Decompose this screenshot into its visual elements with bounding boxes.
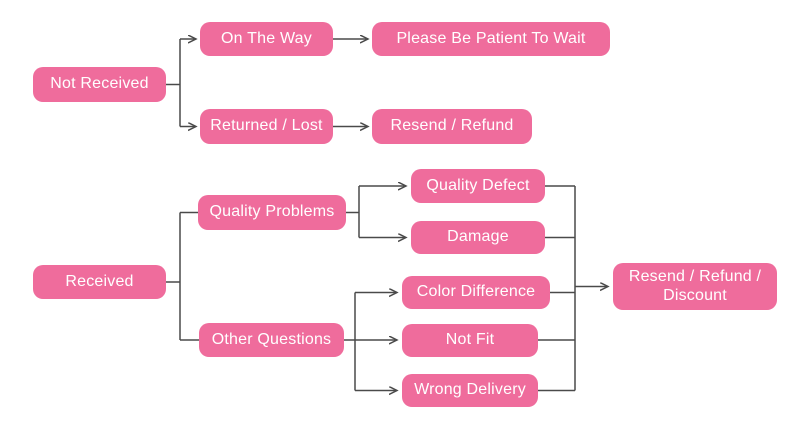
node-quality-defect: Quality Defect bbox=[411, 169, 545, 203]
node-resend-refund-discount: Resend / Refund / Discount bbox=[613, 263, 777, 310]
node-returned-lost: Returned / Lost bbox=[200, 109, 333, 144]
node-other-questions: Other Questions bbox=[199, 323, 344, 357]
node-resend-refund: Resend / Refund bbox=[372, 109, 532, 144]
node-damage: Damage bbox=[411, 221, 545, 254]
node-quality-problems: Quality Problems bbox=[198, 195, 346, 230]
node-color-difference: Color Difference bbox=[402, 276, 550, 309]
node-received: Received bbox=[33, 265, 166, 299]
node-on-the-way: On The Way bbox=[200, 22, 333, 56]
node-not-received: Not Received bbox=[33, 67, 166, 102]
node-not-fit: Not Fit bbox=[402, 324, 538, 357]
node-wrong-delivery: Wrong Delivery bbox=[402, 374, 538, 407]
node-please-be-patient: Please Be Patient To Wait bbox=[372, 22, 610, 56]
